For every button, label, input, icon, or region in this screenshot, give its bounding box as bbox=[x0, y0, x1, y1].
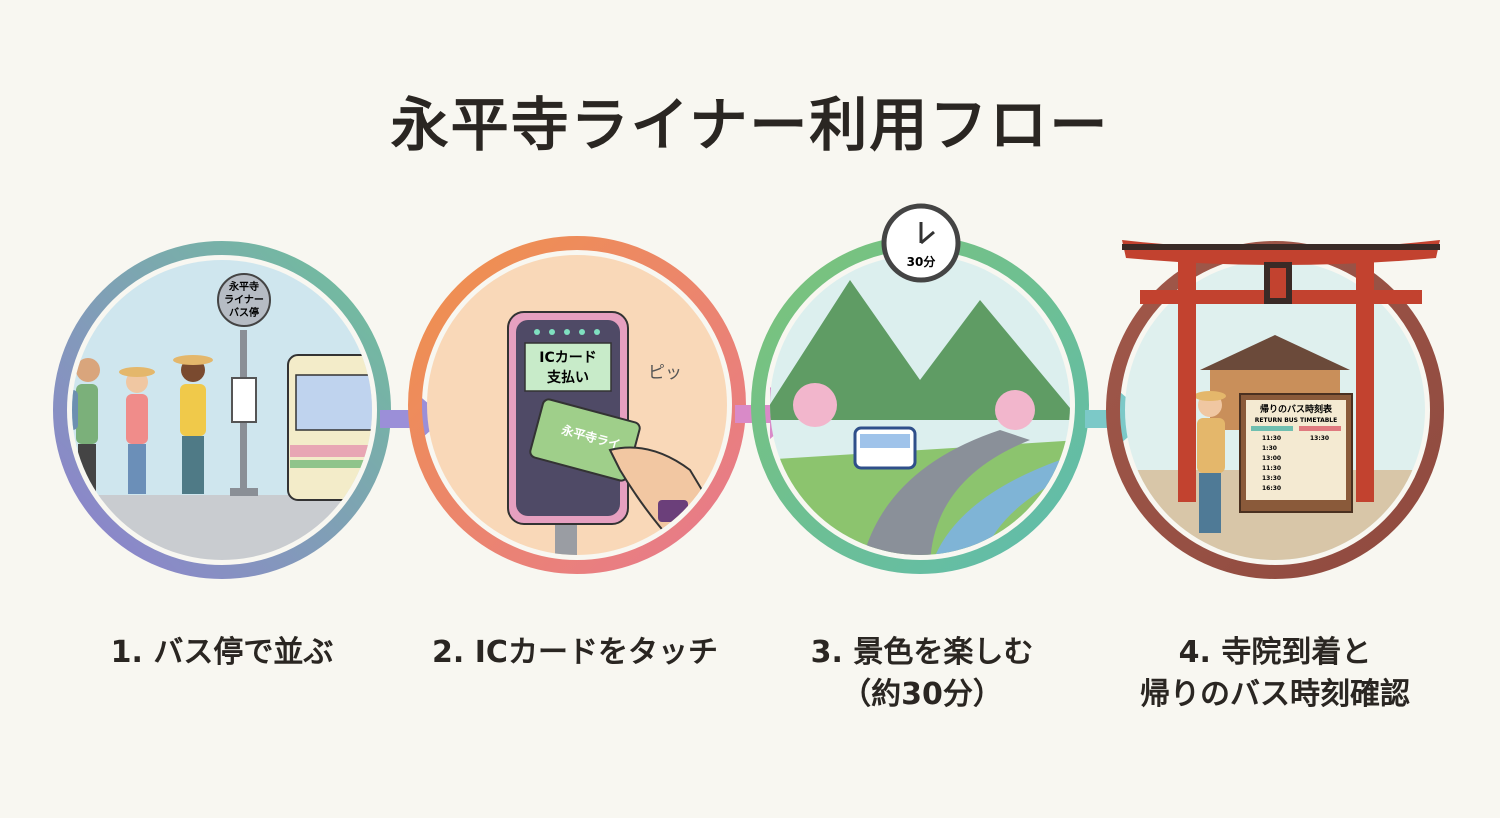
timetable-time: 1:30 bbox=[1262, 445, 1277, 452]
timetable-time: 13:30 bbox=[1310, 435, 1329, 442]
timetable-time: 11:30 bbox=[1262, 435, 1281, 442]
step-2-caption: 2. ICカードをタッチ bbox=[432, 635, 718, 670]
sign-line-3: バス停 bbox=[229, 306, 259, 319]
step-4-caption-line-1: 4. 寺院到着と bbox=[1178, 635, 1372, 670]
clock-icon: 30分 bbox=[881, 203, 961, 283]
timetable-time: 13:30 bbox=[1262, 475, 1281, 482]
sign-line-2: ライナー bbox=[224, 294, 264, 306]
step-1-bus-stop: 永平寺 ライナー バス停 bbox=[53, 241, 391, 579]
timetable-time: 13:00 bbox=[1262, 455, 1281, 462]
step-4-temple: 帰りのバス時刻表 RETURN BUS TIMETABLE 11:30 1:30… bbox=[1106, 240, 1444, 579]
screen-line-1: ICカード bbox=[539, 350, 596, 366]
step-4-caption: 4. 寺院到着と 帰りのバス時刻確認 bbox=[1105, 632, 1445, 716]
step-3-caption-line-1: 3. 景色を楽しむ bbox=[810, 635, 1034, 670]
timetable-board: 帰りのバス時刻表 RETURN BUS TIMETABLE 11:30 1:30… bbox=[1239, 393, 1353, 513]
timetable-title: 帰りのバス時刻表 bbox=[1260, 403, 1333, 415]
timetable-time: 11:30 bbox=[1262, 465, 1281, 472]
step-1-caption: 1. バス停で並ぶ bbox=[110, 635, 334, 670]
step-4-caption-line-2: 帰りのバス時刻確認 bbox=[1140, 677, 1410, 712]
step-3-scenery: 30分 bbox=[751, 203, 1089, 574]
step-2-ic-card: ICカード 支払い 永平寺ライ ピッ bbox=[408, 236, 746, 574]
step-3-caption: 3. 景色を楽しむ （約30分） bbox=[752, 632, 1092, 716]
page-title: 永平寺ライナー利用フロー bbox=[390, 91, 1110, 159]
sign-line-1: 永平寺 bbox=[228, 280, 259, 293]
torii-gate bbox=[1122, 240, 1440, 502]
timetable-subtitle: RETURN BUS TIMETABLE bbox=[1255, 417, 1337, 424]
clock-label: 30分 bbox=[907, 254, 936, 269]
bus bbox=[287, 354, 372, 501]
bus-stop-sign: 永平寺 ライナー バス停 bbox=[217, 273, 271, 496]
beep-sound-text: ピッ bbox=[648, 363, 682, 383]
screen-line-2: 支払い bbox=[546, 369, 589, 386]
step-3-caption-line-2: （約30分） bbox=[841, 677, 1003, 712]
ic-card: 永平寺ライ bbox=[529, 398, 641, 482]
traveler-figures bbox=[72, 355, 213, 494]
timetable-time: 16:30 bbox=[1262, 485, 1281, 492]
